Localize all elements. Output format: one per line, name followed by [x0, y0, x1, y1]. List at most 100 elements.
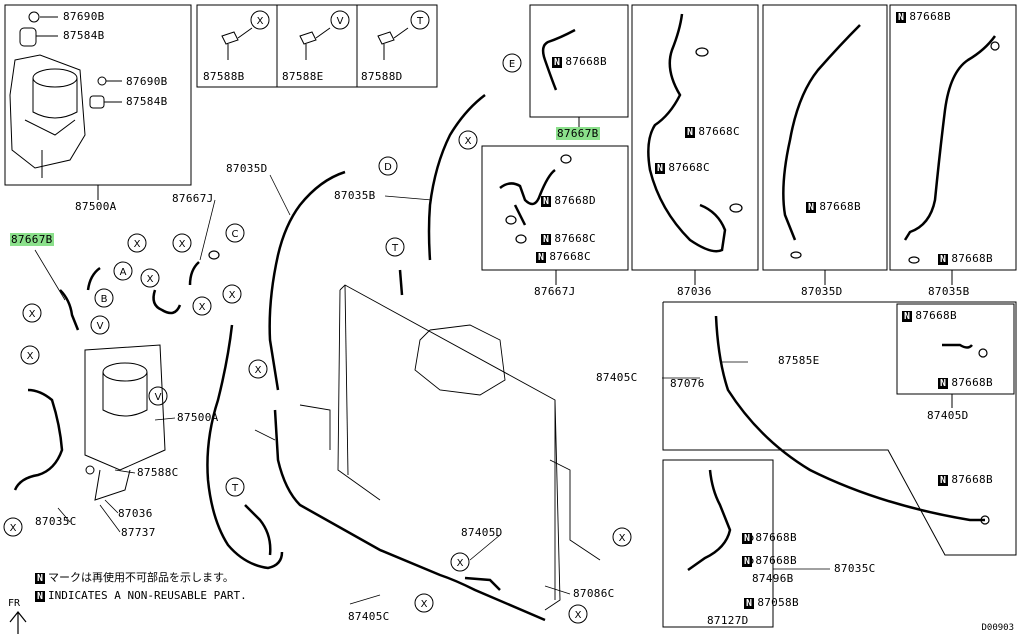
callout-d-1	[378, 156, 398, 176]
front-label: FR	[8, 598, 21, 609]
callout-v-3	[148, 386, 168, 406]
svg-text:V: V	[337, 16, 344, 27]
callout-x-13	[612, 527, 632, 547]
label-87500a-main: 87500A	[177, 411, 219, 424]
label-87036-main: 87036	[118, 507, 153, 520]
label-87667b-main: 87667B	[10, 233, 54, 246]
svg-text:C: C	[232, 229, 239, 240]
frame-bolts	[196, 4, 438, 88]
label-87584b-top: 87584B	[63, 29, 105, 42]
label-87588d: 87588D	[361, 70, 403, 83]
callout-t-1	[410, 10, 430, 30]
label-87690b-top: 87690B	[63, 10, 105, 23]
callout-x-11	[3, 517, 23, 537]
label-87585e: 87585E	[778, 354, 820, 367]
label-87405c-box: 87405C	[596, 371, 638, 384]
callout-x-12	[450, 552, 470, 572]
label-87035b-main: 87035B	[334, 189, 376, 202]
label-87588c: 87588C	[137, 466, 179, 479]
svg-text:X: X	[257, 16, 264, 27]
svg-text:B: B	[101, 294, 108, 305]
label-87737: 87737	[121, 526, 156, 539]
svg-text:X: X	[10, 523, 17, 534]
label-87667b-top: 87667B	[556, 127, 600, 140]
callout-x-15	[568, 604, 588, 624]
main-pipes	[13, 94, 985, 622]
svg-text:V: V	[155, 392, 162, 403]
callout-x-4	[172, 233, 192, 253]
label-87667j-main: 87667J	[172, 192, 214, 205]
pipe-87036	[647, 13, 727, 253]
svg-text:X: X	[147, 274, 154, 285]
label-87086c: 87086C	[573, 587, 615, 600]
svg-text:X: X	[619, 533, 626, 544]
label-87035d-main: 87035D	[226, 162, 268, 175]
callout-v-2	[90, 315, 110, 335]
label-87667j-box: 87667J	[534, 285, 576, 298]
frame-87667j	[481, 145, 629, 271]
svg-text:X: X	[27, 351, 34, 362]
callout-x-1	[250, 10, 270, 30]
accumulator-sketch	[9, 11, 122, 178]
frame-87405c	[662, 301, 1017, 556]
frame-87035c	[662, 459, 774, 628]
bolt-sketches	[221, 27, 409, 60]
callout-x-3	[127, 233, 147, 253]
label-87690b-mid: 87690B	[126, 75, 168, 88]
label-87035c-main: 87035C	[35, 515, 77, 528]
frame-87405d	[896, 303, 1015, 395]
callout-x-10	[248, 359, 268, 379]
svg-text:T: T	[391, 243, 399, 254]
callout-a-1	[113, 261, 133, 281]
svg-text:X: X	[229, 290, 236, 301]
label-87127d: 87127D	[707, 614, 749, 627]
leader-lines	[34, 174, 830, 605]
label-87405d-box: 87405D	[927, 409, 969, 422]
label-87405d-main: 87405D	[461, 526, 503, 539]
label-87035c-box: 87035C	[834, 562, 876, 575]
frame-87035d	[762, 4, 888, 271]
svg-text:V: V	[97, 321, 104, 332]
svg-text:E: E	[509, 59, 515, 70]
svg-text:T: T	[231, 483, 239, 494]
frame-87035b	[889, 4, 1017, 271]
callout-t-3	[225, 477, 245, 497]
callout-x-7	[222, 284, 242, 304]
callout-letters: X V T E X D C X X A T B X X X X V X X V …	[10, 16, 626, 621]
diagram-code: D00903	[981, 623, 1014, 633]
callout-x-14	[414, 593, 434, 613]
callout-v-1	[330, 10, 350, 30]
pipe-87035d	[782, 24, 861, 241]
callout-circles	[3, 10, 632, 624]
label-87035d-box: 87035D	[801, 285, 843, 298]
label-87405c-main: 87405C	[348, 610, 390, 623]
svg-text:X: X	[457, 558, 464, 569]
svg-text:X: X	[255, 365, 262, 376]
callout-c-1	[225, 223, 245, 243]
svg-text:D: D	[384, 162, 392, 173]
svg-text:X: X	[575, 610, 582, 621]
accumulator-main	[84, 344, 166, 501]
svg-text:T: T	[416, 16, 424, 27]
callout-x-8	[22, 303, 42, 323]
svg-text:X: X	[465, 136, 472, 147]
callout-e-1	[502, 53, 522, 73]
label-87584b-mid: 87584B	[126, 95, 168, 108]
label-87500a-box: 87500A	[75, 200, 117, 213]
svg-text:X: X	[179, 239, 186, 250]
